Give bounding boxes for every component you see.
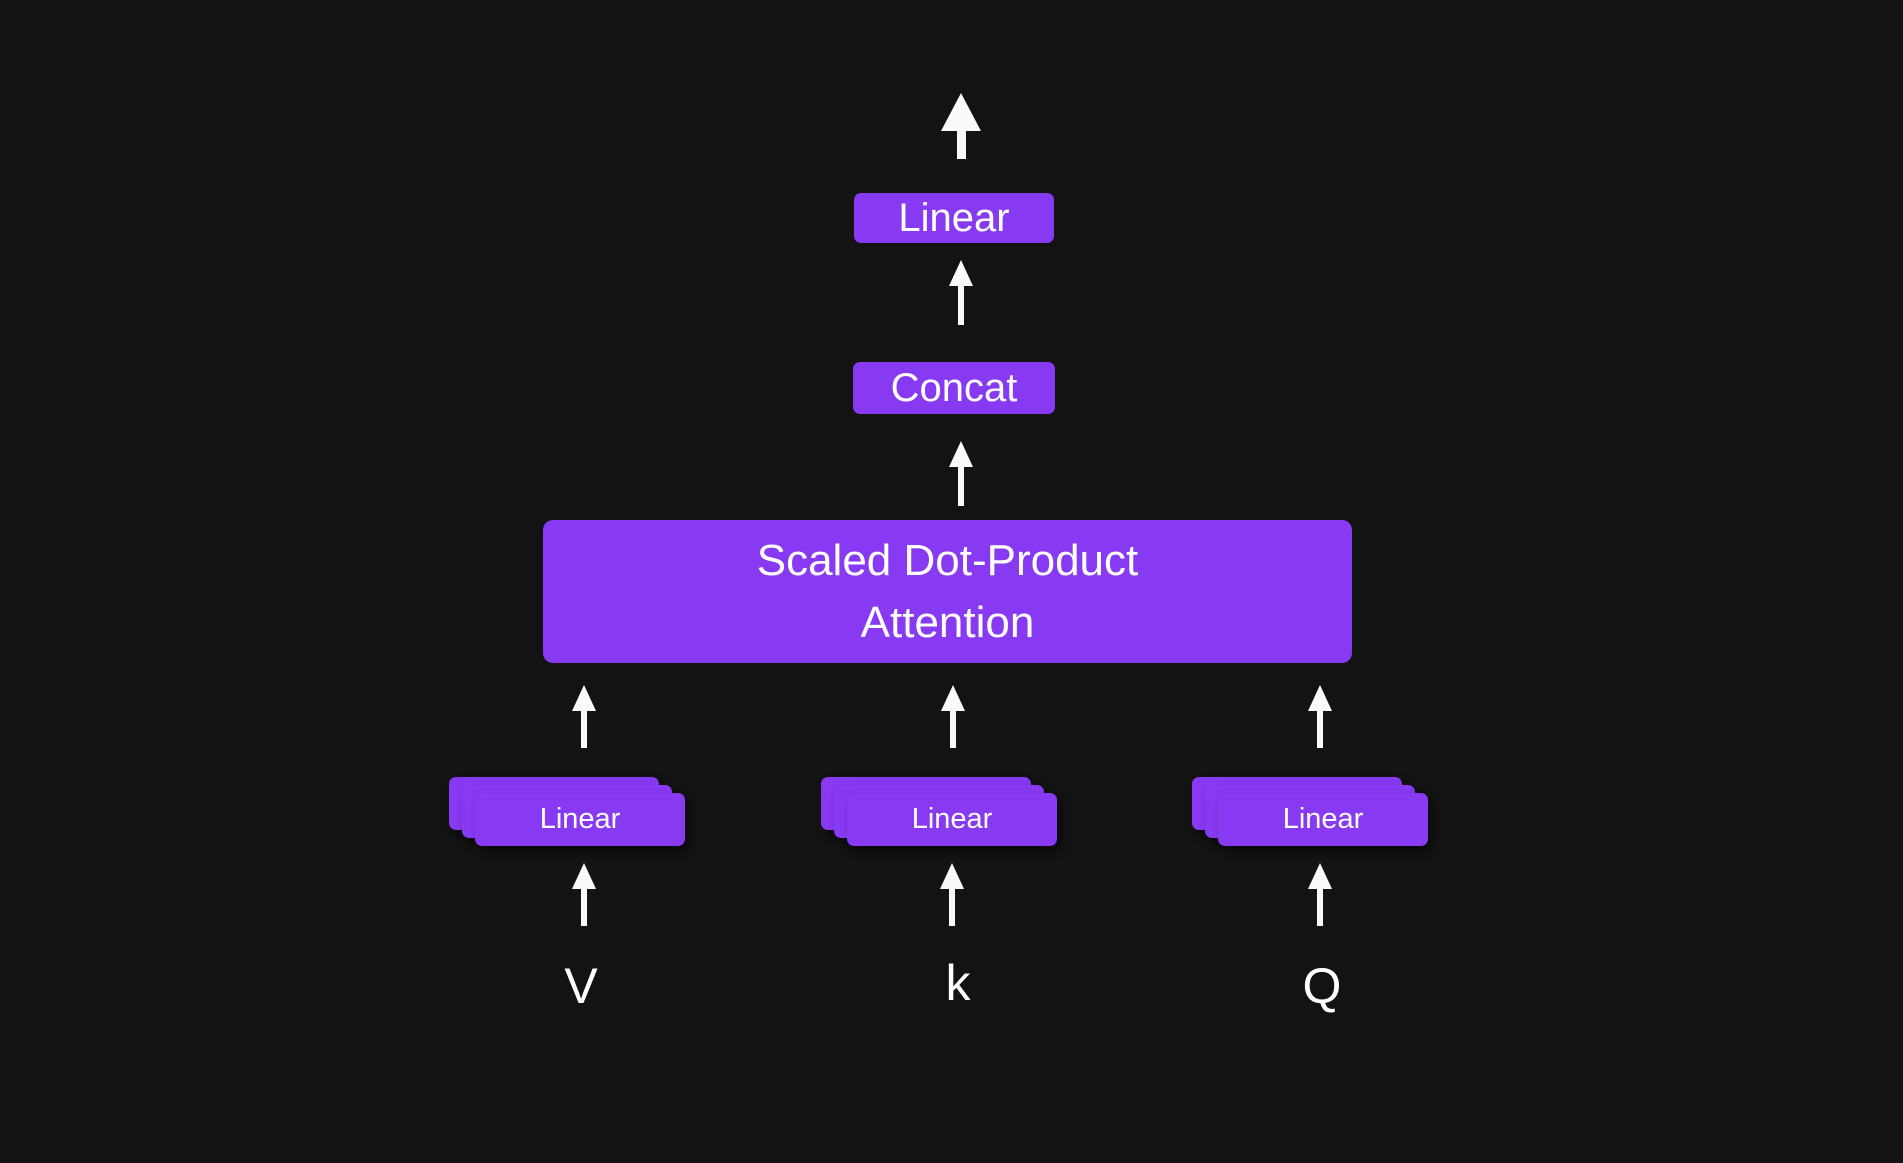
input-label-k: k: [945, 955, 971, 1011]
attention-label-line1: Scaled Dot-Product: [756, 535, 1139, 585]
arrow-shaft: [958, 467, 964, 506]
arrow-up-icon: [941, 685, 965, 748]
arrow-shaft: [1317, 889, 1323, 926]
output-linear-box: Linear: [854, 193, 1054, 243]
arrow-shaft: [958, 286, 964, 325]
concat-box: Concat: [853, 362, 1055, 414]
arrow-head: [572, 685, 596, 711]
arrow-head: [940, 863, 964, 889]
arrow-shaft: [581, 711, 587, 748]
arrow-up-icon: [1308, 685, 1332, 748]
arrow-up-icon: [949, 441, 973, 506]
attention-label-line2: Attention: [860, 597, 1035, 647]
arrow-head: [949, 441, 973, 467]
arrow-shaft: [581, 889, 587, 926]
arrow-shaft: [950, 711, 956, 748]
arrow-head: [941, 685, 965, 711]
scaled-dot-product-attention-box: Scaled Dot-Product Attention: [543, 520, 1352, 663]
linear-heads-stack-q: Linear: [1192, 777, 1428, 846]
arrow-head: [1308, 685, 1332, 711]
linear-head-q-label: Linear: [1282, 803, 1364, 835]
linear-heads-stack-v: Linear: [449, 777, 685, 846]
arrow-shaft: [949, 889, 955, 926]
arrow-head: [949, 260, 973, 286]
arrow-up-icon: [949, 260, 973, 325]
arrow-head: [1308, 863, 1332, 889]
stack-layer-front: Linear: [847, 793, 1057, 846]
stack-layer-front: Linear: [475, 793, 685, 846]
stack-layer-front: Linear: [1218, 793, 1428, 846]
arrow-shaft: [1317, 711, 1323, 748]
linear-head-k-label: Linear: [911, 803, 993, 835]
arrow-up-icon: [941, 93, 981, 159]
concat-label: Concat: [890, 365, 1018, 410]
linear-head-v-label: Linear: [539, 803, 621, 835]
arrow-up-icon: [1308, 863, 1332, 926]
arrow-head: [572, 863, 596, 889]
arrow-shaft: [956, 131, 966, 159]
arrow-up-icon: [940, 863, 964, 926]
arrow-up-icon: [572, 685, 596, 748]
arrow-head: [941, 93, 981, 131]
output-linear-label: Linear: [898, 195, 1010, 240]
linear-heads-stack-k: Linear: [821, 777, 1057, 846]
input-label-q: Q: [1302, 958, 1342, 1014]
arrow-up-icon: [572, 863, 596, 926]
input-label-v: V: [564, 958, 598, 1014]
